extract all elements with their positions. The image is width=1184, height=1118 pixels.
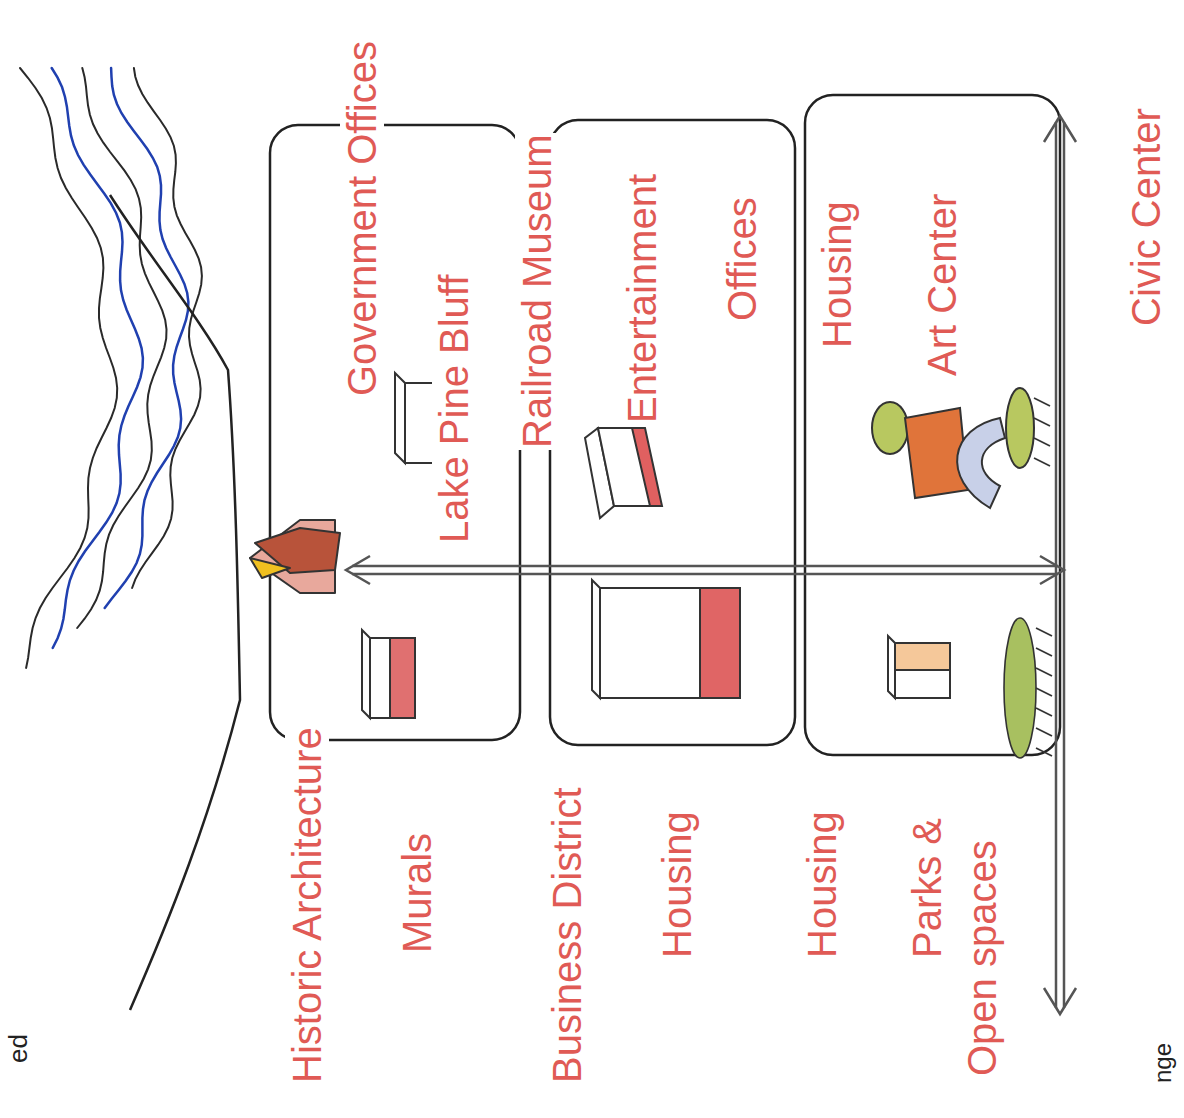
historic-building xyxy=(250,520,340,593)
building xyxy=(362,630,415,718)
map-label: Housing xyxy=(815,199,859,350)
water-line xyxy=(105,68,189,608)
map-label: ed xyxy=(4,1032,33,1065)
map-label: Offices xyxy=(720,195,764,323)
map-label: Railroad Museum xyxy=(515,133,559,450)
map-label: Housing xyxy=(655,809,699,960)
map-label: Civic Center xyxy=(1124,106,1168,328)
city-block xyxy=(270,125,520,740)
map-label: Housing xyxy=(800,809,844,960)
water-line xyxy=(52,68,143,648)
map-label: Entertainment xyxy=(620,172,664,425)
city-block xyxy=(550,120,795,745)
building xyxy=(592,580,740,698)
water-line xyxy=(132,68,202,588)
park-trees xyxy=(1004,398,1052,758)
map-label: Murals xyxy=(395,831,439,955)
map-label: Parks & xyxy=(905,816,949,960)
map-label: Business District xyxy=(545,785,589,1085)
map-label: Art Center xyxy=(920,192,964,378)
map-label: nge xyxy=(1150,1041,1176,1085)
map-label: Government Offices xyxy=(340,39,384,398)
art-center-cluster xyxy=(872,388,1034,508)
main-street-arrow xyxy=(346,556,1064,584)
map-label: Historic Architecture xyxy=(285,725,329,1085)
cross-street-arrow xyxy=(1044,116,1076,1014)
lake-water xyxy=(20,68,202,668)
map-label: Open spaces xyxy=(960,838,1004,1078)
building xyxy=(585,428,662,518)
building xyxy=(888,636,950,698)
bluff-shoreline xyxy=(110,195,240,1010)
map-label: Lake Pine Bluff xyxy=(432,273,476,545)
water-line xyxy=(77,68,166,628)
